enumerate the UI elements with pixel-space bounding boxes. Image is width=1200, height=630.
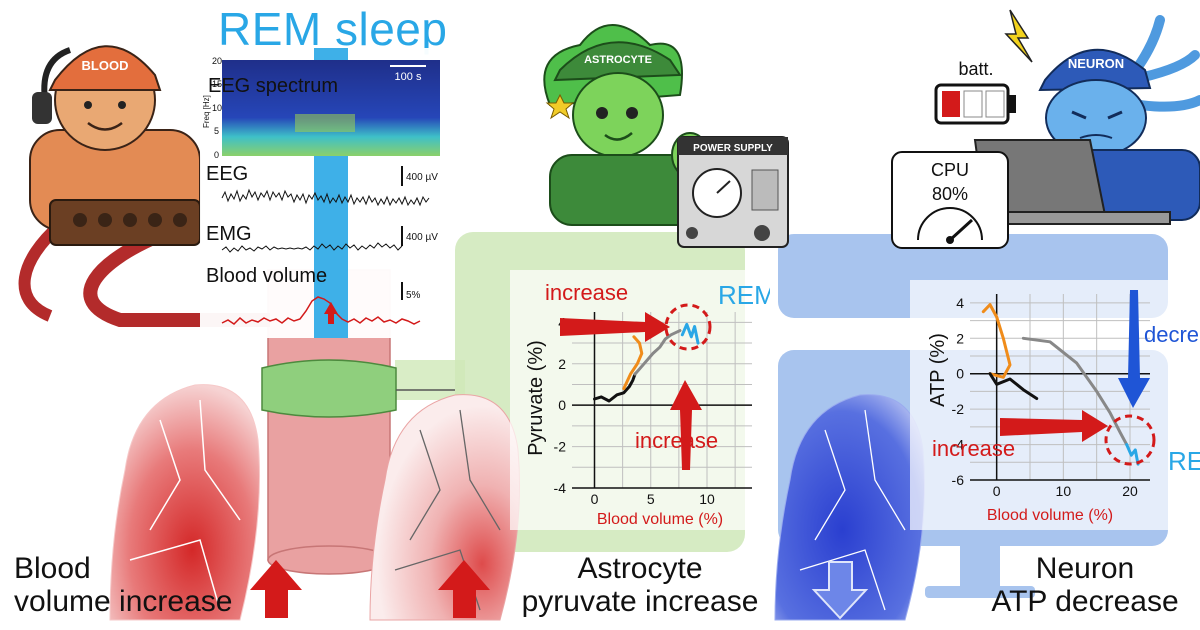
pyruvate-up-arrow [670,380,702,470]
atp-ytick-label: 0 [956,366,964,382]
atp-rem-circle [1104,414,1156,466]
battery-label: batt. [958,59,993,79]
blood-increase-arrow [250,560,302,618]
cpu-gauge: CPU 80% [891,151,1009,249]
atp-xtick-label: 10 [1056,483,1072,499]
neuron-caption-line1: Neuron [1035,552,1135,585]
blood-volume-trace [221,296,421,325]
pyr-ytick-label: 0 [558,397,566,413]
atp-series-line-0 [981,303,1012,379]
pyruvate-increase-left: increase [545,280,628,305]
atp-series-line-3 [1125,443,1140,466]
lightning-icon [1004,9,1033,63]
atp-series [981,303,1140,466]
freq-tick-20: 20 [212,56,222,66]
atp-ytick-label: -4 [952,437,965,453]
pyr-series-line-2 [622,335,644,391]
power-supply: POWER SUPPLY [677,136,789,248]
astrocyte-caption: Astrocyte pyruvate increase [508,552,772,618]
cpu-label: CPU [931,160,969,180]
pyruvate-right-arrow [560,312,670,342]
atp-ytick-label: 4 [956,295,964,311]
atp-down-arrow [1118,290,1150,408]
pyr-ytick-label: -4 [554,480,567,496]
freq-ticks: 20 15 10 5 0 [212,56,222,160]
blood-up-arrow [324,302,338,324]
astrocyte-character: ASTROCYTE [543,24,709,226]
atp-ytick-label: -2 [952,401,965,417]
pyr-xtick-label: 5 [647,491,655,507]
emg-trace [221,242,403,253]
freq-tick-5: 5 [214,126,219,136]
astrocyte-cap-text: ASTROCYTE [584,54,652,66]
pyr-series-line-1 [633,329,682,376]
spectrum-label: EEG spectrum [208,75,338,97]
atp-increase-label: increase [932,436,1015,461]
atp-decrease-label: decre [1144,322,1199,347]
pyr-series-line-0 [593,372,637,403]
cpu-value: 80% [932,184,968,204]
rem-sleep-title: REM sleep [218,3,448,55]
pyr-xtick-label: 0 [591,491,599,507]
eeg-spectrogram [222,60,440,156]
blood-volume-label: Blood volume [206,265,327,287]
atp-ytick-label: 2 [956,330,964,346]
monitor-stand [960,546,1000,588]
atp-series-line-2 [1021,336,1129,447]
battery-icon: batt. [934,59,1016,125]
blood-volume-caption: Blood volume increase [14,552,254,618]
astro-caption-line2: pyruvate increase [521,585,759,618]
eeg-scale: 400 µV [406,172,438,183]
eeg-panel: EEG spectrum 100 s Freq [Hz] 20 15 10 5 … [200,48,440,338]
brain-map-blood [109,384,261,621]
neuron-caption-line2: ATP decrease [991,585,1179,618]
blood-scale: 5% [406,290,421,301]
pyruvate-rem-label: REM [718,280,770,310]
blood-cap-text: BLOOD [82,58,129,73]
blood-character: BLOOD [29,45,201,246]
freq-tick-15: 15 [212,79,222,89]
freq-axis-label: Freq [Hz] [202,95,211,128]
monitor-foot [925,586,1035,598]
emg-label: EMG [206,223,252,245]
astrocyte-increase-arrow [438,560,490,618]
blood-caption-line2: volume increase [14,585,233,618]
pyr-ytick-label: -2 [554,439,567,455]
pyruvate-ylabel: Pyruvate (%) [525,340,547,456]
atp-series-line-1 [988,372,1039,400]
pyr-series-line-3 [680,322,700,345]
atp-right-arrow [1000,410,1108,442]
astro-caption-line1: Astrocyte [577,552,703,585]
atp-ylabel: ATP (%) [927,333,949,407]
astrocyte-connector [395,360,465,400]
pyruvate-xlabel: Blood volume (%) [597,511,723,528]
neuron-cap-text: NEURON [1068,56,1124,71]
blood-caption-line1: Blood [14,552,91,585]
eeg-trace [221,188,430,207]
power-supply-label: POWER SUPPLY [693,143,773,154]
pyruvate-series [593,322,700,403]
pyruvate-rem-circle [664,303,712,351]
neuron-decrease-arrow [811,561,869,620]
pyr-xtick-label: 10 [699,491,715,507]
time-scale: 100 s [395,71,422,83]
pyr-ytick-label: 2 [558,356,566,372]
blood-hose-2 [18,220,65,322]
atp-xtick-label: 0 [993,483,1001,499]
atp-axes: 0 10 20 -6 -4 -2 0 2 4 [952,294,1150,499]
atp-rem-label: RE [1168,446,1200,476]
atp-xtick-label: 20 [1122,483,1138,499]
pyruvate-increase-bottom: increase [635,428,718,453]
eeg-label: EEG [206,163,248,185]
freq-tick-10: 10 [212,103,222,113]
freq-tick-0: 0 [214,150,219,160]
atp-xlabel: Blood volume (%) [987,507,1113,524]
emg-scale: 400 µV [406,232,438,243]
tube-green-band [261,359,397,418]
neuron-caption: Neuron ATP decrease [975,552,1195,618]
atp-ytick-label: -6 [952,472,965,488]
